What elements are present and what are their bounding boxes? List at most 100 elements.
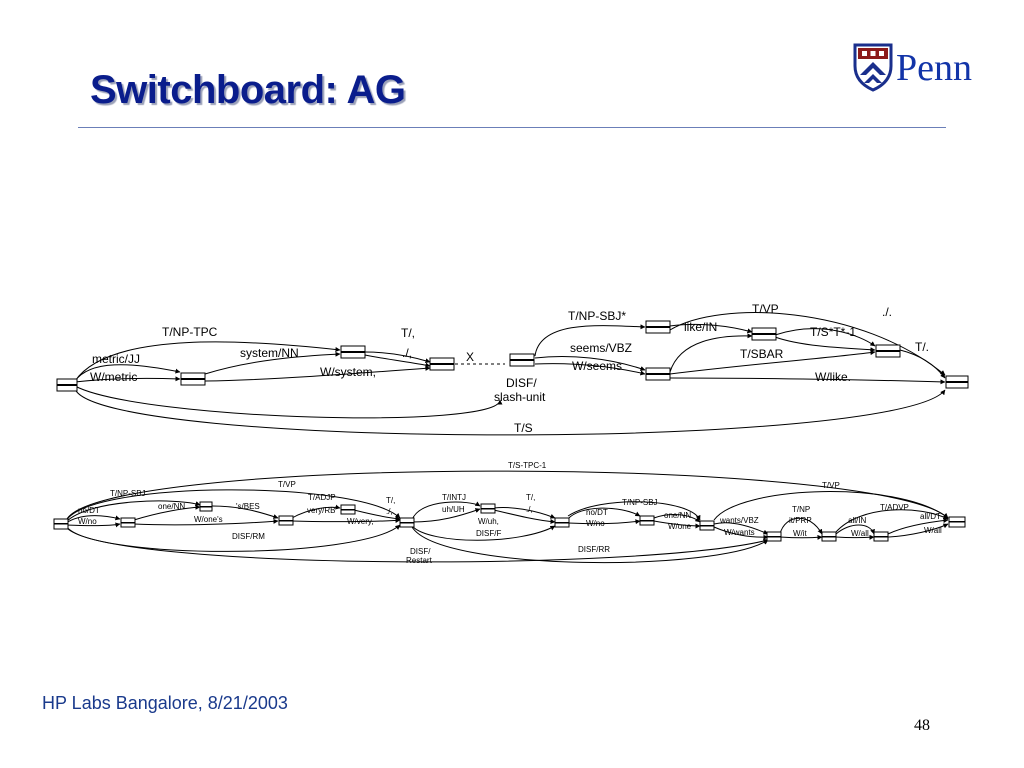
arc-label: T/NP-SBJ	[110, 489, 146, 498]
arc-label: W/it	[793, 529, 808, 538]
arc-label: T/S-TPC-1	[508, 461, 547, 470]
arc-label: one/NN	[664, 511, 691, 520]
arc-label: wants/VBZ	[719, 516, 759, 525]
arc-label: W/like.	[815, 370, 851, 384]
arc-label: ./,	[402, 346, 412, 360]
arc-label: uh/UH	[442, 505, 465, 514]
graph-node	[509, 353, 535, 367]
arc-label: T/,	[386, 496, 395, 505]
top-annotation-graph: T/NP-TPC metric/JJ W/metric system/NN W/…	[56, 302, 969, 436]
arc-label: very/RB	[307, 506, 335, 515]
arc-label: like/IN	[684, 320, 717, 334]
graph-node	[399, 517, 415, 528]
graph-node	[645, 367, 671, 381]
arc-label: slash-unit	[494, 390, 546, 404]
top-graph-nodes	[56, 320, 969, 392]
page-number: 48	[914, 717, 930, 734]
graph-node	[945, 375, 969, 389]
arc-label: T/ADJP	[308, 493, 336, 502]
arc-label: one/NN	[158, 502, 185, 511]
arc-label: T/NP-TPC	[162, 325, 218, 339]
graph-node	[53, 518, 69, 530]
arc-label: DISF/RM	[232, 532, 265, 541]
arc-label: T/VP	[278, 480, 296, 489]
footer-venue-date: HP Labs Bangalore, 8/21/2003	[42, 693, 288, 713]
bottom-graph-arcs	[65, 470, 949, 564]
bottom-annotation-graph: T/S-TPC-1 T/VP T/NP-SBJ no/DT W/no one/N…	[53, 461, 966, 565]
arc-label: Restart	[406, 556, 433, 565]
arc-label: T/ADVP	[880, 503, 909, 512]
arc-label: W/all	[851, 529, 869, 538]
arc-label: DISF/	[410, 547, 431, 556]
graph-node	[948, 516, 966, 528]
slide-title: Switchboard: AG	[90, 68, 406, 112]
top-graph-arcs	[74, 312, 946, 436]
arc-label: X	[466, 350, 474, 364]
arc-label: seems/VBZ	[570, 341, 632, 355]
arc-label: ./.	[882, 305, 892, 319]
arc-label: W/metric	[90, 370, 137, 384]
arc-label: W/no	[586, 519, 605, 528]
graph-node	[56, 378, 78, 392]
logo-wordmark: Penn	[896, 47, 972, 89]
arc-label: T/SBAR	[740, 347, 784, 361]
top-graph-labels: T/NP-TPC metric/JJ W/metric system/NN W/…	[90, 302, 929, 435]
arc-label: W/one	[668, 522, 692, 531]
bottom-graph-labels: T/S-TPC-1 T/VP T/NP-SBJ no/DT W/no one/N…	[78, 461, 942, 565]
arc-label: T/NP	[792, 505, 810, 514]
graph-node	[199, 501, 213, 512]
arc-label: W/all	[924, 526, 942, 535]
graph-node	[480, 503, 496, 514]
arc-label: T/NP-SBJ	[622, 498, 658, 507]
arc-label: W/system,	[320, 365, 376, 379]
graph-node	[766, 531, 782, 542]
graph-node	[340, 345, 366, 359]
arc-label: T/S*T*-1	[810, 325, 856, 339]
arc-label: all/IN	[848, 516, 866, 525]
graph-node	[278, 515, 294, 526]
graph-node	[821, 531, 837, 542]
arc-label: W/uh,	[478, 517, 499, 526]
arc-label: system/NN	[240, 346, 299, 360]
arc-label: T/VP	[822, 481, 840, 490]
arc-label: T/INTJ	[442, 493, 466, 502]
arc-label: T/S	[514, 421, 533, 435]
arc-label: W/one's	[194, 515, 223, 524]
arc-label: W/very,	[347, 517, 374, 526]
arc-label: 's/BES	[236, 502, 260, 511]
graph-node	[699, 520, 715, 531]
arc-label: DISF/RR	[578, 545, 610, 554]
arc-label: metric/JJ	[92, 352, 140, 366]
arc-label: it/PRP	[789, 516, 812, 525]
arc-label: W/wants	[724, 528, 755, 537]
arc-label: T/.	[915, 340, 929, 354]
graph-node	[340, 504, 356, 515]
arc-label: W/no	[78, 517, 97, 526]
title-divider	[78, 127, 946, 128]
arc-label: no/DT	[586, 508, 608, 517]
arc-label: ./,	[526, 505, 533, 514]
arc-label: T/,	[526, 493, 535, 502]
graph-node	[645, 320, 671, 334]
graph-node	[120, 517, 136, 528]
arc-label: T/NP-SBJ*	[568, 309, 626, 323]
arc-label: all/DT	[920, 512, 941, 521]
graph-node	[751, 327, 777, 341]
penn-shield-icon	[853, 43, 893, 92]
graph-node	[429, 357, 455, 371]
graph-node	[875, 344, 901, 358]
arc-label: W/seems	[572, 359, 622, 373]
arc-label: DISF/F	[476, 529, 501, 538]
graph-node	[180, 372, 206, 386]
graph-node	[554, 517, 570, 528]
arc-label: DISF/	[506, 376, 537, 390]
arc-label: T/VP	[752, 302, 779, 316]
arc-label: ./,	[386, 507, 393, 516]
arc-label: T/,	[401, 326, 415, 340]
bottom-graph-nodes	[53, 501, 966, 542]
arc-label: no/DT	[78, 506, 100, 515]
penn-logo: Penn	[850, 42, 1000, 102]
graph-node	[873, 531, 889, 542]
graph-node	[639, 515, 655, 526]
